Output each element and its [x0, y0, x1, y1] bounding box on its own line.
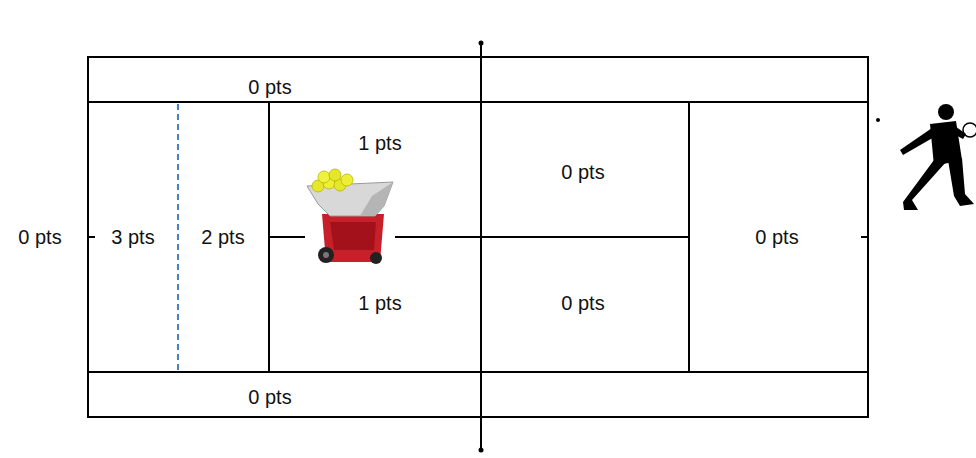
court-zone: 0 pts [689, 102, 868, 372]
points-label: 0 pts [561, 293, 604, 313]
sideline [88, 101, 868, 103]
center-mark [861, 236, 868, 238]
court-zone: 1 pts [269, 237, 481, 372]
points-label: 0 pts [755, 227, 798, 247]
points-label: 0 pts [561, 162, 604, 182]
player-silhouette [900, 104, 976, 210]
court-zone: 0 pts [481, 102, 689, 237]
points-label: 0 pts [18, 227, 61, 247]
court-zone: 0 pts [88, 372, 868, 417]
points-label: 3 pts [111, 227, 154, 247]
ball-machine [307, 169, 393, 264]
court-zone: 2 pts [178, 102, 269, 372]
net-post [479, 448, 484, 453]
court-zone: 1 pts [269, 102, 481, 237]
points-label: 1 pts [358, 293, 401, 313]
points-label: 2 pts [201, 227, 244, 247]
net [480, 43, 482, 450]
court-zone: 0 pts [481, 237, 689, 372]
court-zone: 3 pts [88, 102, 178, 372]
sideline [88, 371, 868, 373]
points-label: 1 pts [358, 133, 401, 153]
ball-dot [876, 118, 880, 122]
center-mark [88, 236, 95, 238]
court-zone: 0 pts [88, 57, 868, 102]
points-label: 0 pts [248, 387, 291, 407]
center-service-line [269, 236, 305, 238]
center-service-line [395, 236, 689, 238]
dashed-zone-line [177, 104, 179, 370]
points-label: 0 pts [248, 77, 291, 97]
court-outline [88, 57, 868, 417]
net-post [479, 41, 484, 46]
